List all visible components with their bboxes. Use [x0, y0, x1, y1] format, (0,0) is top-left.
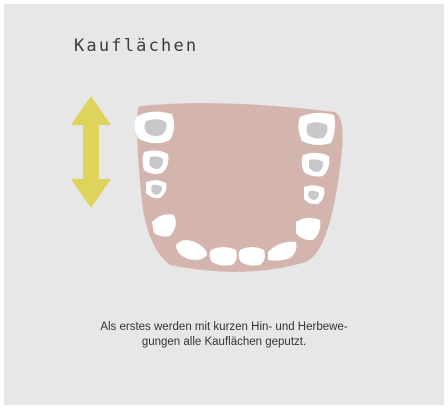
instruction-caption: Als erstes werden mit kurzen Hin- und He… [0, 320, 448, 350]
chewing-surface [145, 119, 167, 136]
tooth-incisor [239, 247, 265, 266]
caption-line-2: gungen alle Kauflächen geputzt. [0, 335, 448, 350]
tooth-incisor [210, 247, 237, 266]
double-headed-vertical-arrow-icon [71, 96, 111, 208]
chewing-surface [307, 122, 328, 138]
caption-line-1: Als erstes werden mit kurzen Hin- und He… [0, 320, 448, 335]
